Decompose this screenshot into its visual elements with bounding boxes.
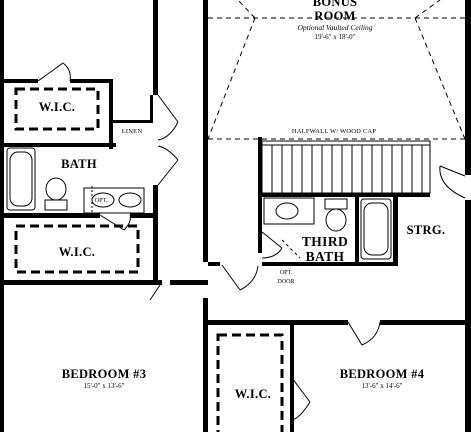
wic-middle-label: W.I.C. xyxy=(59,245,95,259)
opt-door-label-2: DOOR xyxy=(277,279,294,285)
bonus-room-dims: 19'-6" x 18'-0" xyxy=(315,33,356,41)
bedroom4-dims: 13'-6" x 14'-6" xyxy=(362,382,403,390)
third-bath-label-2: BATH xyxy=(306,249,345,264)
bonus-room-note: Optional Vaulted Ceiling xyxy=(298,23,373,32)
bath-opt-label: OPT. xyxy=(95,198,108,204)
opt-door-label-1: OPT. xyxy=(280,270,293,276)
wic-top: W.I.C. xyxy=(14,62,100,131)
bath: OPT. BATH xyxy=(6,147,145,231)
third-bath-label-1: THIRD xyxy=(302,234,348,249)
wic-middle: W.I.C. xyxy=(14,224,163,301)
bedroom-3: BEDROOM #3 15'-0" x 13'-6" xyxy=(62,367,147,390)
linen-label: LINEN xyxy=(122,128,143,135)
storage: STRG. xyxy=(407,223,446,237)
bedroom3-dims: 15'-0" x 13'-6" xyxy=(84,382,125,390)
bonus-room-title-1: BONUS xyxy=(313,0,358,9)
halfwall-label: HALFWALL W/ WOOD CAP xyxy=(292,128,376,135)
linen-closet: LINEN xyxy=(122,94,179,186)
wic-bottom: W.I.C. xyxy=(216,333,311,432)
storage-label: STRG. xyxy=(407,223,446,237)
stairs: HALFWALL W/ WOOD CAP xyxy=(261,128,466,199)
bedroom4-label: BEDROOM #4 xyxy=(340,367,425,381)
third-bath: THIRD BATH OPT. DOOR xyxy=(221,197,392,291)
bonus-room: BONUS ROOM Optional Vaulted Ceiling 19'-… xyxy=(207,0,466,140)
bedroom-4: BEDROOM #4 13'-6" x 14'-6" xyxy=(340,321,425,390)
bedroom3-label: BEDROOM #3 xyxy=(62,367,147,381)
bonus-room-title-2: ROOM xyxy=(314,9,355,23)
bath-label: BATH xyxy=(61,157,97,171)
wic-bottom-label: W.I.C. xyxy=(235,387,271,401)
wic-top-label: W.I.C. xyxy=(39,100,75,114)
